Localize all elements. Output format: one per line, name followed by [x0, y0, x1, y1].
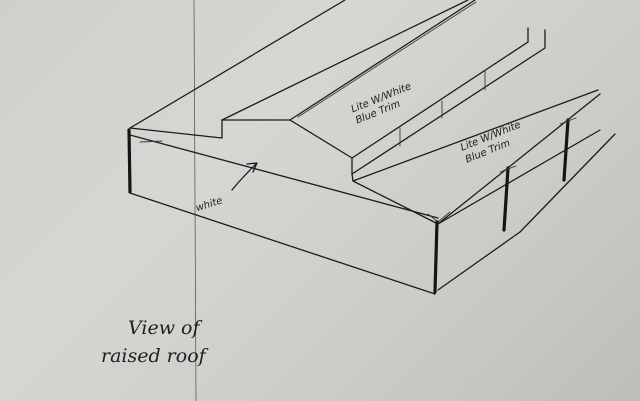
middle-post [502, 166, 510, 232]
wall-colour-label: white [195, 195, 224, 214]
front-wall [127, 128, 439, 295]
caption-line-2: raised roof [101, 345, 209, 367]
left-roof-label: Lite W/White Blue Trim [350, 81, 413, 126]
back-roof [129, 0, 546, 175]
paper-fold-line [193, 0, 197, 401]
rear-post [562, 118, 570, 182]
right-roof-label: Lite W/White Blue Trim [459, 119, 522, 165]
front-roof [351, 89, 616, 294]
front-corner-post [433, 220, 439, 294]
white-note-arrow [231, 162, 258, 191]
left-corner-post [127, 128, 132, 194]
caption-line-1: View of [128, 317, 202, 339]
